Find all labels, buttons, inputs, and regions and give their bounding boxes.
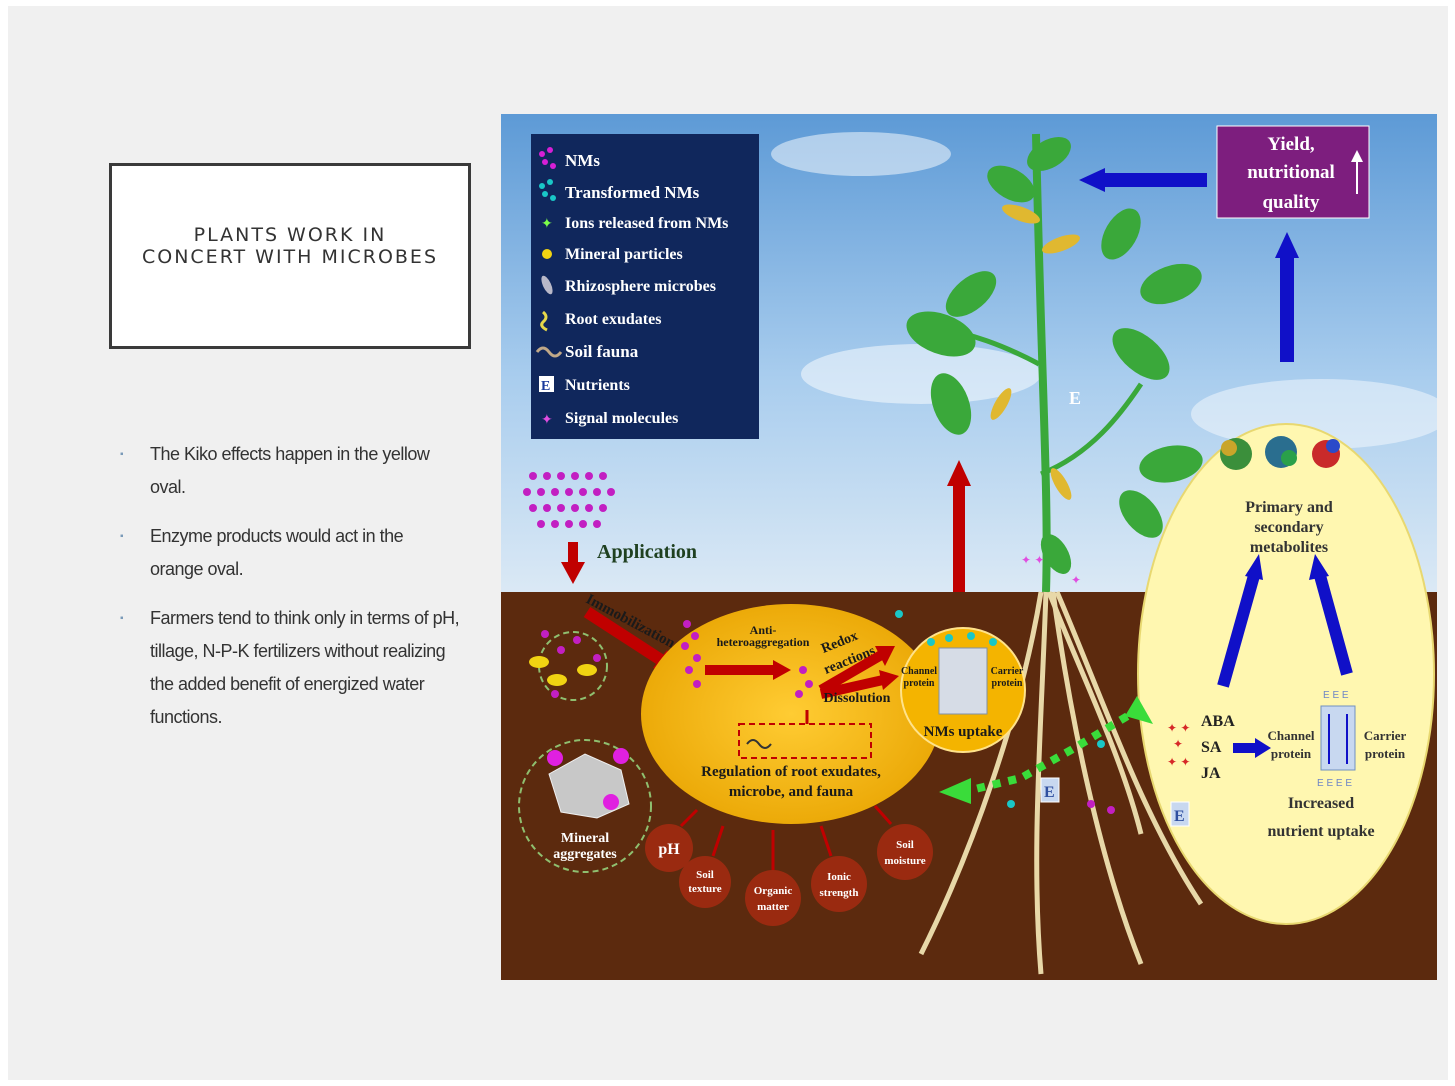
svg-text:moisture: moisture — [884, 855, 925, 867]
legend-label: Nutrients — [565, 377, 630, 394]
membrane-transporter-icon — [939, 648, 987, 714]
svg-text:Soil: Soil — [696, 869, 714, 881]
ion-icon: ✦ — [541, 215, 553, 231]
svg-text:✦ ✦: ✦ ✦ — [1167, 755, 1190, 769]
svg-text:Mineral: Mineral — [561, 831, 609, 846]
hormone-label: ABA — [1201, 713, 1235, 730]
legend-label: Signal molecules — [565, 410, 678, 427]
svg-text:texture: texture — [688, 883, 722, 895]
factor-soil-texture: Soil texture — [679, 856, 731, 908]
mineral-particle-icon — [542, 249, 552, 259]
svg-text:strength: strength — [820, 887, 859, 899]
nutrient-e-icon: E — [1171, 802, 1189, 826]
svg-text:Soil: Soil — [896, 839, 914, 851]
diagram-svg: NMs Transformed NMs ✦ Ions released from… — [501, 114, 1437, 980]
svg-text:✦: ✦ — [1173, 737, 1183, 751]
svg-text:matter: matter — [757, 901, 789, 913]
bullet-item: ▪Farmers tend to think only in terms of … — [120, 602, 460, 734]
legend-label: Rhizosphere microbes — [565, 278, 716, 295]
factor-ionic-strength: Ionic strength — [811, 856, 867, 912]
svg-text:✦ ✦: ✦ ✦ — [1021, 553, 1044, 567]
nms-uptake-label: NMs uptake — [924, 724, 1003, 740]
signal-molecule-icon: ✦ — [541, 411, 553, 427]
svg-text:Organic: Organic — [754, 885, 793, 897]
legend-label: Ions released from NMs — [565, 215, 728, 232]
legend-label: Transformed NMs — [565, 183, 700, 202]
svg-text:aggregates: aggregates — [553, 847, 617, 862]
nutrient-e-icon: E — [1069, 388, 1081, 408]
dissolution-label: Dissolution — [824, 691, 891, 706]
svg-text:Channel: Channel — [1268, 728, 1315, 743]
svg-text:✦ ✦: ✦ ✦ — [1167, 721, 1190, 735]
factor-soil-moisture: Soil moisture — [877, 824, 933, 880]
svg-text:✦: ✦ — [1071, 573, 1081, 587]
svg-text:quality: quality — [1262, 192, 1320, 213]
svg-text:protein: protein — [904, 678, 935, 689]
bullet-marker-icon: ▪ — [120, 520, 123, 553]
svg-text:protein: protein — [992, 678, 1023, 689]
svg-text:secondary: secondary — [1254, 519, 1323, 536]
svg-text:Primary and: Primary and — [1245, 499, 1333, 516]
svg-text:Regulation of root exudates,: Regulation of root exudates, — [701, 764, 881, 780]
slide: PLANTS WORK IN CONCERT WITH MICROBES ▪Th… — [8, 6, 1448, 1080]
nutrient-e-icon: E — [539, 376, 554, 394]
svg-text:Channel: Channel — [901, 666, 937, 677]
svg-text:metabolites: metabolites — [1250, 539, 1328, 556]
svg-text:protein: protein — [1271, 746, 1312, 761]
svg-text:E: E — [1174, 808, 1185, 825]
svg-text:E E E: E E E — [1323, 690, 1349, 701]
svg-text:nutrient uptake: nutrient uptake — [1267, 823, 1374, 840]
svg-text:nutritional: nutritional — [1247, 162, 1335, 183]
legend-label: Mineral particles — [565, 246, 683, 263]
svg-text:Yield,: Yield, — [1267, 134, 1315, 155]
svg-text:E E E E: E E E E — [1317, 778, 1352, 789]
factor-organic-matter: Organic matter — [745, 870, 801, 926]
bullet-item: ▪Enzyme products would act in the orange… — [120, 520, 460, 586]
metabolite-proteins-icon — [1220, 436, 1340, 470]
svg-text:Carrier: Carrier — [1364, 728, 1407, 743]
svg-text:pH: pH — [658, 841, 680, 858]
bullet-marker-icon: ▪ — [120, 602, 123, 635]
nanomaterial-plant-diagram: NMs Transformed NMs ✦ Ions released from… — [501, 114, 1437, 980]
bullet-marker-icon: ▪ — [120, 438, 123, 471]
legend-label: NMs — [565, 151, 600, 170]
svg-text:Ionic: Ionic — [827, 871, 851, 883]
svg-text:E: E — [1044, 784, 1055, 801]
nutrient-e-icon: E — [1041, 778, 1059, 802]
legend: NMs Transformed NMs ✦ Ions released from… — [531, 134, 759, 439]
application-label: Application — [597, 541, 697, 563]
svg-text:heteroaggregation: heteroaggregation — [717, 635, 810, 649]
hormone-label: SA — [1201, 739, 1222, 756]
svg-text:Carrier: Carrier — [991, 666, 1024, 677]
svg-text:E: E — [541, 379, 550, 394]
svg-text:Increased: Increased — [1288, 795, 1354, 812]
yield-box: Yield, nutritional quality — [1217, 126, 1369, 218]
bullet-list: ▪The Kiko effects happen in the yellow o… — [120, 438, 460, 750]
hormone-label: JA — [1201, 765, 1221, 782]
svg-text:protein: protein — [1365, 746, 1406, 761]
title-box: PLANTS WORK IN CONCERT WITH MICROBES — [109, 163, 471, 349]
slide-title: PLANTS WORK IN CONCERT WITH MICROBES — [142, 224, 438, 268]
legend-label: Soil fauna — [565, 342, 639, 361]
legend-label: Root exudates — [565, 311, 661, 328]
svg-text:microbe, and fauna: microbe, and fauna — [729, 784, 854, 800]
cloud — [771, 132, 951, 176]
bullet-item: ▪The Kiko effects happen in the yellow o… — [120, 438, 460, 504]
